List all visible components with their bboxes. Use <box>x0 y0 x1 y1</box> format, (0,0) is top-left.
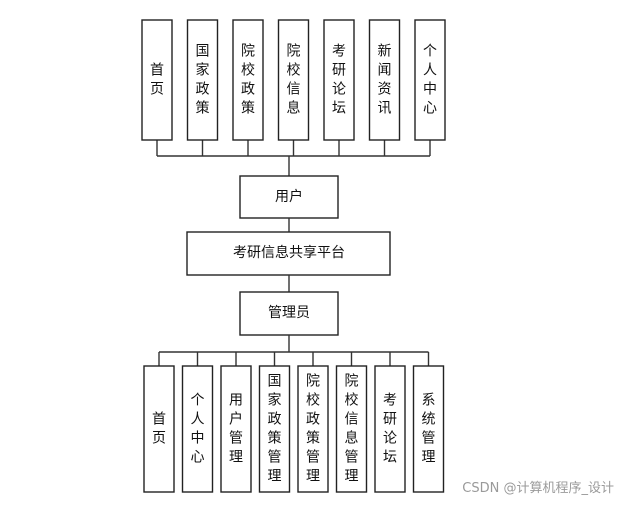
user-role-box <box>239 175 339 219</box>
admin-module-box <box>412 365 445 493</box>
bottom-connector-lines <box>158 335 430 366</box>
user-module-label: 院校政策 <box>241 44 255 117</box>
admin-module-box <box>335 365 368 493</box>
platform-box <box>186 231 391 276</box>
user-module-box <box>186 19 219 141</box>
admin-module-label: 国家政策管理 <box>268 374 282 485</box>
user-module-box <box>368 19 401 141</box>
admin-module-box <box>374 365 406 493</box>
admin-module-box <box>143 365 175 493</box>
admin-module-label: 个人中心 <box>191 393 205 466</box>
user-module-label: 考研论坛 <box>332 44 346 117</box>
admin-module-label: 首页 <box>152 412 166 447</box>
user-module-label: 个人中心 <box>423 44 437 117</box>
admin-module-box <box>181 365 214 493</box>
admin-module-label: 院校信息管理 <box>345 374 359 485</box>
user-module-label: 院校信息 <box>287 44 301 117</box>
user-module-label: 国家政策 <box>196 44 210 117</box>
user-module-box <box>232 19 264 141</box>
admin-module-label: 用户管理 <box>229 393 243 466</box>
user-module-label: 首页 <box>150 63 164 98</box>
admin-module-label: 考研论坛 <box>383 393 397 466</box>
user-module-label: 新闻资讯 <box>378 44 392 117</box>
user-module-box <box>141 19 173 141</box>
user-role-label: 用户 <box>275 188 303 205</box>
user-modules: 首页 国家政策 院校政策 院校信息 考研论坛 新闻资讯 个人中心 <box>141 19 446 141</box>
platform-label: 考研信息共享平台 <box>233 244 345 261</box>
admin-module-box <box>297 365 329 493</box>
top-connector-lines <box>156 140 431 176</box>
watermark: CSDN @计算机程序_设计 <box>462 481 614 496</box>
user-module-box <box>277 19 310 141</box>
admin-module-box <box>220 365 252 493</box>
admin-module-label: 院校政策管理 <box>306 374 320 485</box>
admin-role-box <box>239 291 339 336</box>
admin-modules: 首页 个人中心 用户管理 国家政策管理 院校政策管理 院校信息管理 考研论坛 系统管理 <box>143 365 445 493</box>
admin-module-label: 系统管理 <box>422 393 436 466</box>
user-module-box <box>323 19 355 141</box>
admin-role-label: 管理员 <box>268 305 310 321</box>
admin-module-box <box>258 365 291 493</box>
user-module-box <box>414 19 446 141</box>
